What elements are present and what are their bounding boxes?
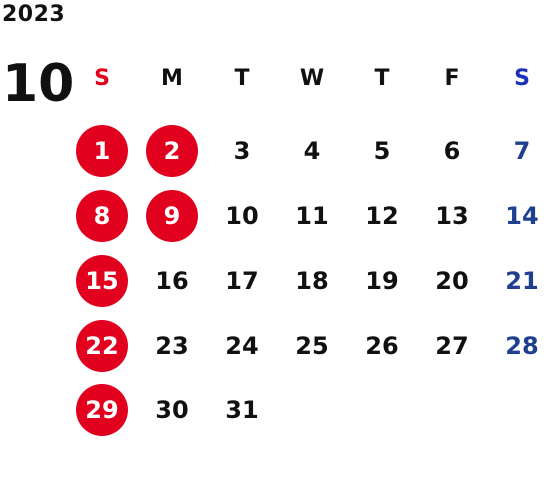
day-cell[interactable]: 16 <box>155 267 189 295</box>
weekday-wednesday: W <box>299 66 325 91</box>
day-cell[interactable]: 30 <box>155 396 189 424</box>
day-cell[interactable]: 9 <box>146 190 198 242</box>
day-cell[interactable]: 25 <box>295 332 329 360</box>
day-cell[interactable]: 26 <box>365 332 399 360</box>
weekday-friday: F <box>444 66 460 91</box>
day-cell[interactable]: 27 <box>435 332 469 360</box>
day-cell[interactable]: 28 <box>505 332 539 360</box>
day-cell[interactable]: 1 <box>76 125 128 177</box>
day-cell[interactable]: 21 <box>505 267 539 295</box>
day-cell[interactable]: 2 <box>146 125 198 177</box>
day-cell[interactable]: 11 <box>295 202 329 230</box>
day-cell[interactable]: 6 <box>443 137 461 165</box>
day-cell[interactable]: 5 <box>373 137 391 165</box>
calendar-month: 10 <box>2 54 75 114</box>
day-cell[interactable]: 20 <box>435 267 469 295</box>
weekday-thursday: T <box>374 66 390 91</box>
weekday-saturday: S <box>514 66 530 91</box>
calendar-year: 2023 <box>2 2 66 27</box>
weekday-tuesday: T <box>234 66 250 91</box>
day-cell[interactable]: 7 <box>513 137 531 165</box>
day-cell[interactable]: 10 <box>225 202 259 230</box>
day-cell[interactable]: 31 <box>225 396 259 424</box>
day-cell[interactable]: 3 <box>233 137 251 165</box>
day-cell[interactable]: 15 <box>76 255 128 307</box>
day-cell[interactable]: 8 <box>76 190 128 242</box>
weekday-monday: M <box>161 66 183 91</box>
day-cell[interactable]: 22 <box>76 320 128 372</box>
day-cell[interactable]: 12 <box>365 202 399 230</box>
weekday-sunday: S <box>94 66 110 91</box>
day-cell[interactable]: 18 <box>295 267 329 295</box>
day-cell[interactable]: 17 <box>225 267 259 295</box>
day-cell[interactable]: 14 <box>505 202 539 230</box>
day-cell[interactable]: 19 <box>365 267 399 295</box>
day-cell[interactable]: 4 <box>303 137 321 165</box>
day-cell[interactable]: 24 <box>225 332 259 360</box>
day-cell[interactable]: 29 <box>76 384 128 436</box>
day-cell[interactable]: 23 <box>155 332 189 360</box>
day-cell[interactable]: 13 <box>435 202 469 230</box>
